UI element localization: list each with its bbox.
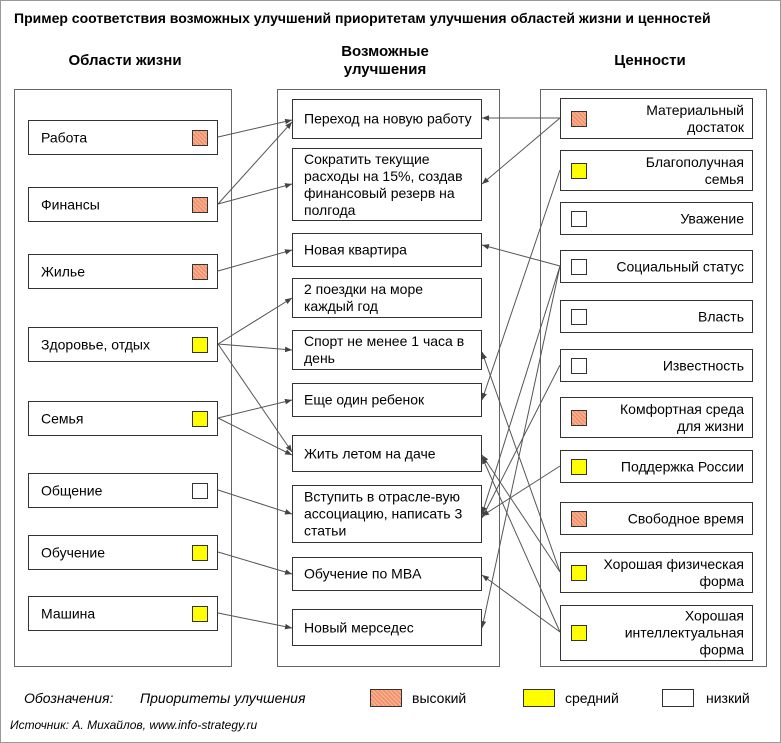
life-area-label: Общение <box>41 482 103 498</box>
value-label: Свободное время <box>627 510 744 526</box>
priority-medium-marker <box>571 625 587 641</box>
priority-medium-marker <box>192 336 208 353</box>
value-free-time: Свободное время <box>560 502 753 535</box>
value-respect: Уважение <box>560 202 753 235</box>
improvement-label: 2 поездки на море каждый год <box>304 281 424 314</box>
priority-high-marker <box>571 510 587 527</box>
improvement-label: Переход на новую работу <box>304 110 472 127</box>
life-area-label: Обучение <box>41 544 106 560</box>
legend-caption: Приоритеты улучшения <box>140 690 306 706</box>
improvement-label: Новая квартира <box>304 241 407 258</box>
value-label: Поддержка России <box>620 458 744 474</box>
priority-low-marker <box>192 482 208 499</box>
priority-medium-marker <box>571 564 587 581</box>
life-area-car: Машина <box>28 596 218 631</box>
value-physical-form: Хорошая физическая форма <box>560 552 753 593</box>
value-label: Социальный статус <box>616 258 744 274</box>
improvement-mercedes: Новый мерседес <box>292 609 482 646</box>
life-area-education: Обучение <box>28 535 218 570</box>
value-label: Хорошая физическая форма <box>603 555 745 589</box>
value-label: Комфортная среда для жизни <box>620 400 744 434</box>
legend-low-swatch <box>662 689 694 707</box>
life-area-label: Финансы <box>41 196 100 212</box>
improvement-label: Сократить текущие расходы на 15%, создав… <box>304 150 463 218</box>
value-label: Хорошая интеллектуальная форма <box>624 607 744 658</box>
improvement-mba: Обучение по MBA <box>292 557 482 591</box>
value-social-status: Социальный статус <box>560 250 753 283</box>
improvement-sport: Спорт не менее 1 часа в день <box>292 330 482 370</box>
value-label: Уважение <box>680 210 744 226</box>
header-values: Ценности <box>614 52 686 69</box>
life-area-label: Здоровье, отдых <box>41 336 150 352</box>
life-area-label: Жилье <box>41 263 85 279</box>
life-area-label: Работа <box>41 129 88 145</box>
improvement-association: Вступить в отрасле-вую ассоциацию, напис… <box>292 485 482 543</box>
life-area-work: Работа <box>28 120 218 155</box>
priority-high-marker <box>571 110 587 127</box>
legend-high-swatch <box>370 689 402 707</box>
value-fame: Известность <box>560 349 753 382</box>
value-support-russia: Поддержка России <box>560 450 753 483</box>
value-label: Благополучная семья <box>645 153 744 187</box>
value-comfortable-environment: Комфортная среда для жизни <box>560 397 753 438</box>
improvement-sea-trips: 2 поездки на море каждый год <box>292 278 482 318</box>
priority-high-marker <box>192 196 208 213</box>
improvement-new-job: Переход на новую работу <box>292 99 482 139</box>
value-material-wealth: Материальный достаток <box>560 98 753 139</box>
improvement-label: Новый мерседес <box>304 619 414 635</box>
header-improvements: Возможные улучшения <box>341 43 429 78</box>
priority-low-marker <box>571 357 587 374</box>
life-area-label: Семья <box>41 410 84 426</box>
legend-designation: Обозначения: <box>24 690 114 706</box>
improvement-label: Спорт не менее 1 часа в день <box>304 333 465 366</box>
value-happy-family: Благополучная семья <box>560 150 753 191</box>
value-label: Известность <box>662 357 744 373</box>
priority-high-marker <box>192 129 208 146</box>
life-area-family: Семья <box>28 401 218 436</box>
priority-low-marker <box>571 308 587 325</box>
priority-medium-marker <box>571 458 587 475</box>
priority-low-marker <box>571 210 587 227</box>
life-area-label: Машина <box>41 605 96 621</box>
header-life-areas: Области жизни <box>68 52 182 69</box>
legend-low-label: низкий <box>706 690 750 706</box>
value-intellectual-form: Хорошая интеллектуальная форма <box>560 605 753 661</box>
value-label: Материальный достаток <box>646 101 744 135</box>
diagram-title: Пример соответствия возможных улучшений … <box>14 10 711 26</box>
value-power: Власть <box>560 300 753 333</box>
legend-high-label: высокий <box>412 690 467 706</box>
life-area-health: Здоровье, отдых <box>28 327 218 362</box>
priority-high-marker <box>192 263 208 280</box>
improvement-label: Обучение по MBA <box>304 565 422 582</box>
priority-medium-marker <box>192 605 208 622</box>
improvement-new-apartment: Новая квартира <box>292 233 482 267</box>
life-area-finance: Финансы <box>28 187 218 222</box>
priority-medium-marker <box>571 162 587 179</box>
source-caption: Источник: А. Михайлов, www.info-strategy… <box>10 718 258 732</box>
legend-medium-swatch <box>523 689 555 707</box>
improvement-another-child: Еще один ребенок <box>292 383 482 417</box>
improvement-label: Жить летом на даче <box>304 445 436 461</box>
legend-medium-label: средний <box>565 690 619 706</box>
improvement-label: Еще один ребенок <box>304 391 425 408</box>
priority-medium-marker <box>192 544 208 561</box>
priority-low-marker <box>571 258 587 275</box>
improvement-dacha: Жить летом на даче <box>292 435 482 472</box>
priority-medium-marker <box>192 410 208 427</box>
life-area-housing: Жилье <box>28 254 218 289</box>
life-areas-panel <box>14 89 232 667</box>
life-area-communication: Общение <box>28 473 218 508</box>
improvement-label: Вступить в отрасле-вую ассоциацию, напис… <box>304 488 463 539</box>
improvement-cut-expenses: Сократить текущие расходы на 15%, создав… <box>292 148 482 221</box>
priority-high-marker <box>571 409 587 426</box>
value-label: Власть <box>698 308 744 324</box>
